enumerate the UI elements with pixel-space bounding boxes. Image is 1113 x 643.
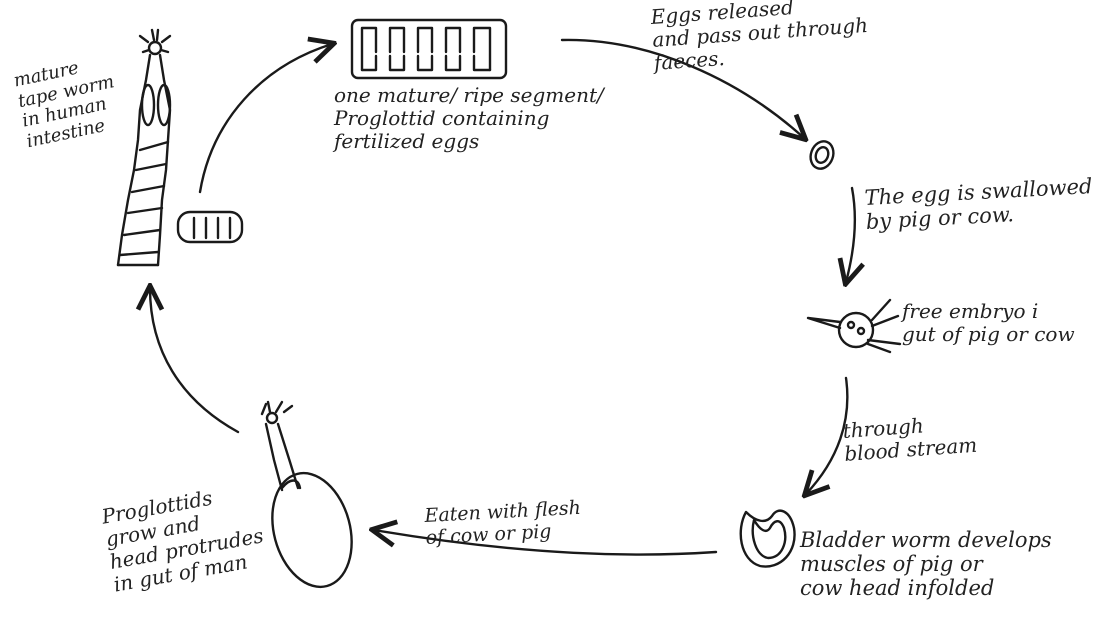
arrow-embryo-to-bladder (806, 376, 849, 494)
arrow-bladder-to-young (374, 530, 718, 556)
arrow-tapeworm-to-segment (198, 44, 332, 194)
bladder-worm-drawing (739, 509, 796, 568)
label-free-embryo: free embryo i gut of pig or cow (902, 299, 1075, 346)
arrow-young-to-tapeworm (150, 288, 240, 434)
free-embryo-drawing (806, 298, 902, 354)
arrow-segment-to-egg (560, 38, 804, 138)
small-segment-drawing (176, 210, 244, 244)
label-ripe-segment: one mature/ ripe segment/ Proglottid con… (334, 83, 604, 153)
ripe-proglottid-drawing (350, 18, 508, 80)
label-bladder-worm: Bladder worm develops muscles of pig or … (800, 528, 1052, 601)
young-tapeworm-drawing (260, 400, 353, 589)
arrow-egg-to-embryo (846, 186, 855, 282)
mature-tapeworm-drawing (116, 28, 172, 267)
egg-drawing (809, 140, 835, 170)
